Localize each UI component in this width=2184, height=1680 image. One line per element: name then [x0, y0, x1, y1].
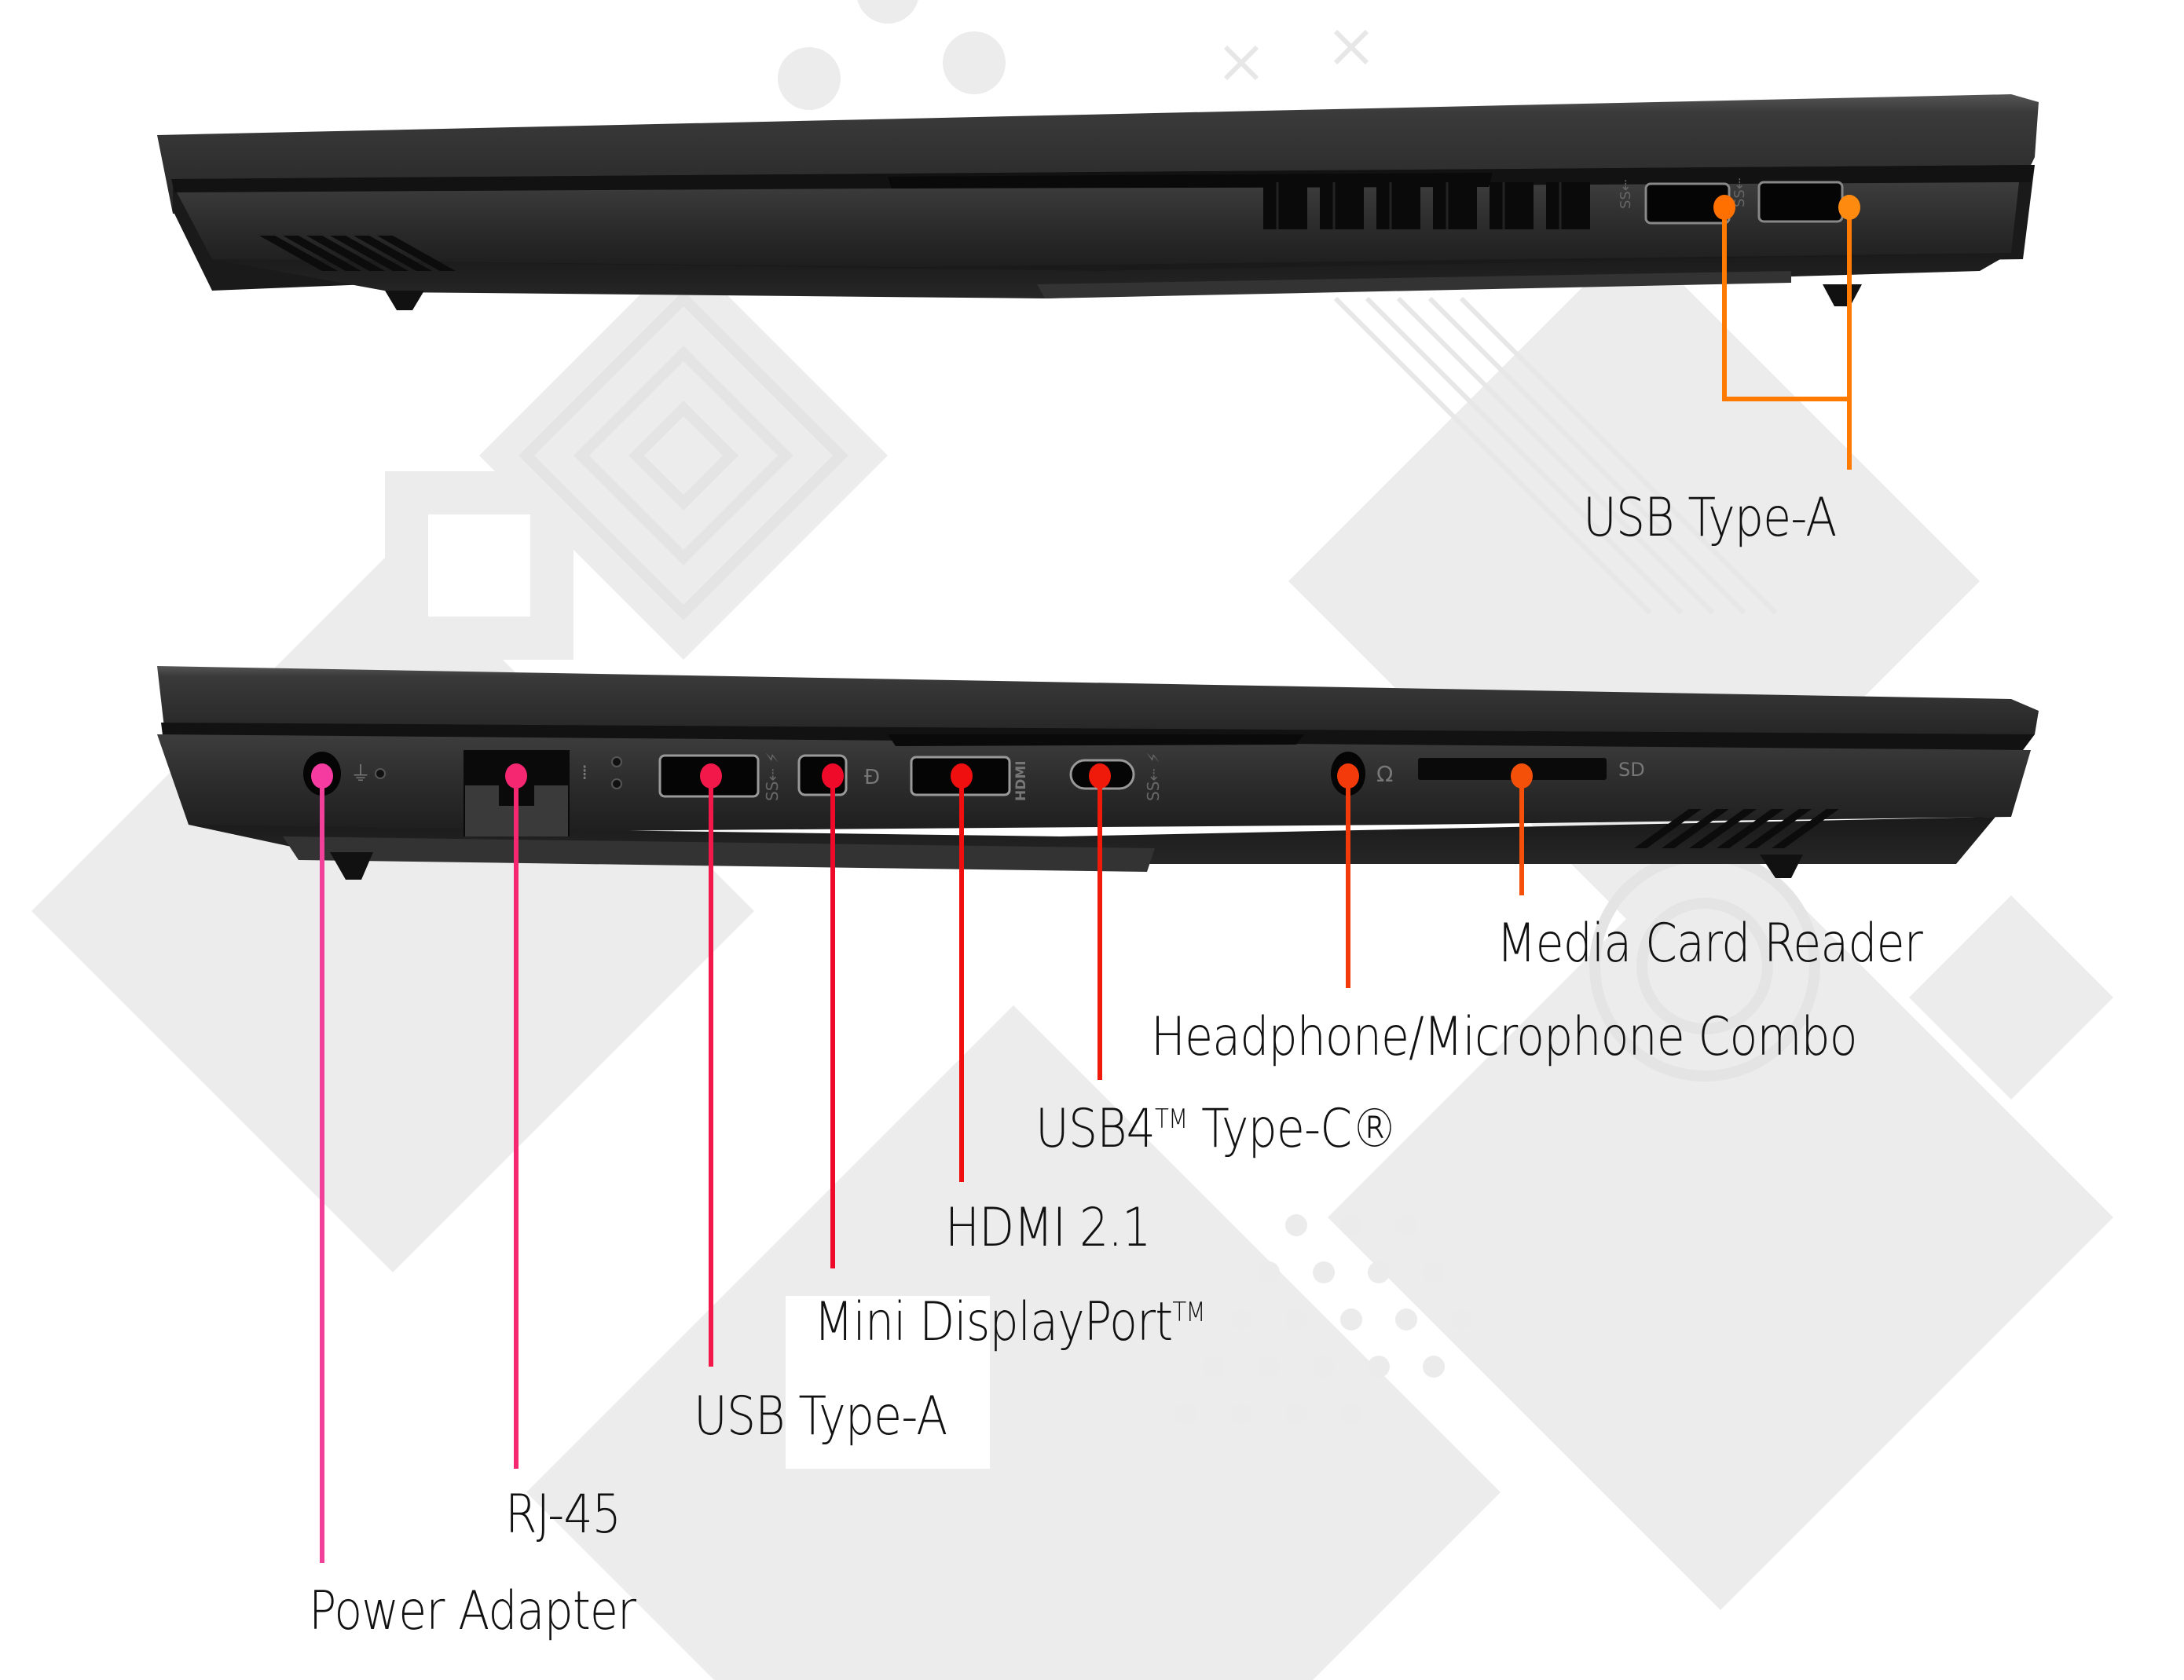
laptop-side-view-top: SS⇠ SS⇠ — [157, 94, 2039, 310]
label-hdmi: HDMI 2.1 — [945, 1197, 1151, 1259]
power-plug-icon: ⏚ — [350, 763, 371, 786]
label-usb-type-a: USB Type-A — [694, 1385, 947, 1448]
superspeed-usb-icon: SS⇠ ⚡ — [763, 752, 782, 801]
label-mini-displayport: Mini DisplayPortTM — [814, 1291, 1206, 1353]
superspeed-usb-icon: SS⇠ — [1731, 178, 1748, 207]
label-media-card-reader: Media Card Reader — [1497, 913, 1923, 975]
displayport-icon: Ð — [864, 766, 880, 789]
headset-icon: Ω — [1376, 761, 1393, 787]
usb-a-port-2 — [1757, 181, 1844, 223]
sd-card-slot — [1418, 758, 1607, 780]
label-power-adapter: Power Adapter — [309, 1580, 636, 1642]
callout-lines — [311, 763, 1533, 1563]
sd-text: SD — [1618, 759, 1645, 781]
power-led — [375, 768, 386, 779]
hdmi-text-icon: HDMI — [1013, 760, 1029, 801]
vent-slots-right — [1634, 809, 1839, 848]
callout-top-usb-a — [1713, 195, 1860, 470]
network-icon: ⁞ — [581, 761, 588, 785]
label-top-usb-type-a: USB Type-A — [1583, 487, 1837, 549]
label-usb4-type-c: USB4TM Type-C® — [1035, 1098, 1398, 1160]
label-rj45: RJ-45 — [505, 1484, 621, 1546]
label-headphone-microphone-combo: Headphone/Microphone Combo — [1151, 1006, 1858, 1068]
superspeed-usb-thunderbolt-icon: SS⇠ ⚡ — [1144, 752, 1163, 801]
superspeed-usb-icon: SS⇠ — [1618, 179, 1634, 209]
vent-slots-left — [259, 236, 456, 271]
vent-grille — [1263, 182, 1590, 229]
